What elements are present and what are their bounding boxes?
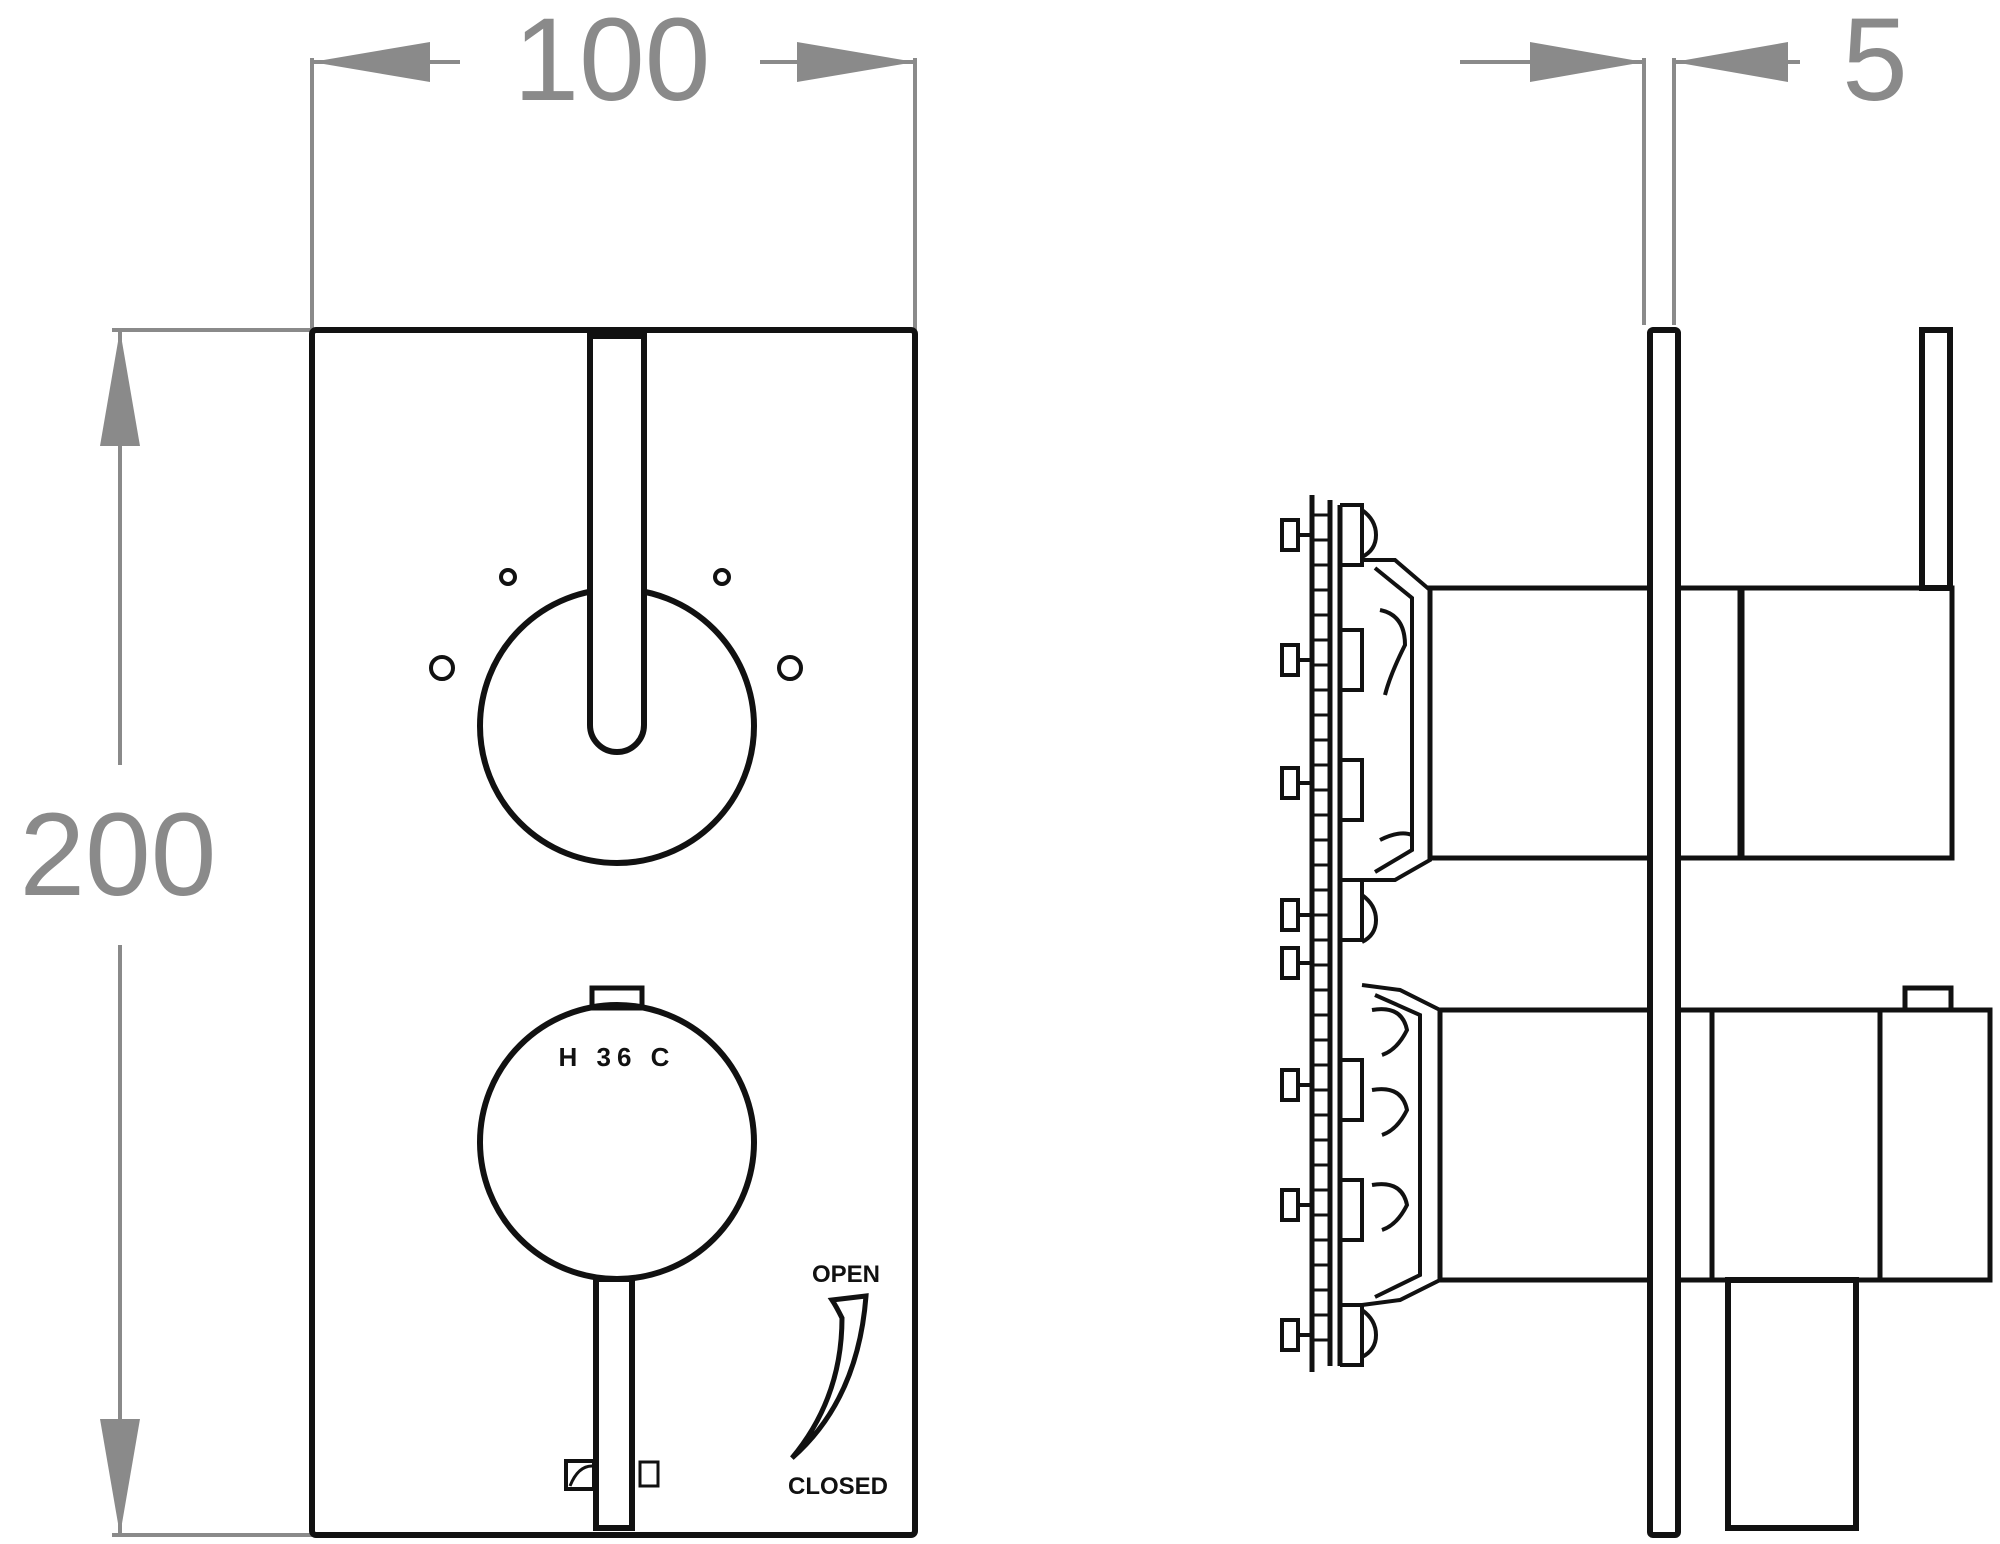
upper-handle-body <box>1739 585 1955 861</box>
front-view <box>309 327 918 1538</box>
flow-lever <box>587 333 647 755</box>
faceplate <box>309 327 918 1538</box>
flow-closed-label: CLOSED <box>788 1473 888 1500</box>
indicator-dot <box>713 568 731 586</box>
height-dimension-label: 200 <box>20 789 217 921</box>
width-dimension <box>310 42 917 330</box>
lower-handle-button <box>1902 985 1954 1013</box>
side-view <box>1280 327 1993 1538</box>
lower-lever-side <box>1725 1277 1859 1531</box>
flow-open-label: OPEN <box>812 1261 880 1288</box>
upper-valve-body <box>1427 585 1653 861</box>
lower-handle-segment <box>1709 1007 1883 1283</box>
indicator-dot <box>499 568 517 586</box>
temperature-lever <box>593 1276 635 1531</box>
lower-handle-segment <box>1877 1007 1993 1283</box>
depth-dimension-label: 5 <box>1842 0 1908 126</box>
box-lugs <box>1340 503 1379 1367</box>
brand-logo-mark <box>638 1460 660 1488</box>
flow-direction-arrow-icon <box>790 1293 869 1460</box>
depth-dimension <box>1460 42 1800 325</box>
width-dimension-label: 100 <box>514 0 711 126</box>
flange-ticks <box>1312 513 1330 1342</box>
faceplate-edge <box>1647 327 1681 1538</box>
upper-lever-side <box>1919 327 1953 591</box>
height-dimension <box>100 328 312 1537</box>
indicator-dot <box>429 655 455 681</box>
temperature-scale-label: H 36 C <box>559 1042 676 1072</box>
mounting-bolts <box>1280 518 1312 1352</box>
brand-logo <box>564 1459 596 1491</box>
lower-valve-body <box>1437 1007 1653 1283</box>
brand-logo <box>568 1464 593 1487</box>
indicator-dot <box>777 655 803 681</box>
cartridge-fittings <box>1361 558 1442 1307</box>
